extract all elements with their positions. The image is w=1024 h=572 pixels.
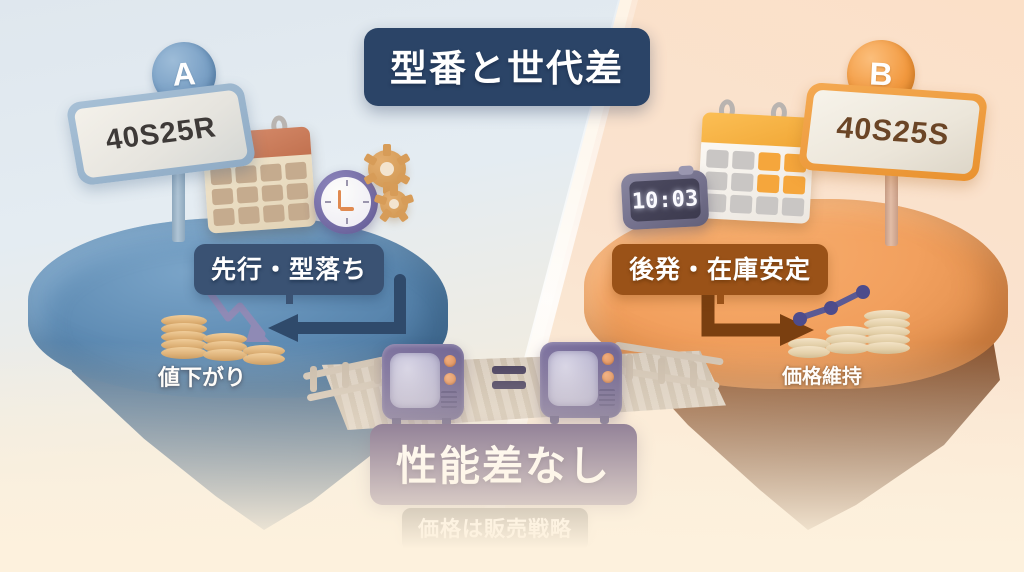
digital-clock-time: 10:03 xyxy=(629,178,701,222)
sign-board-left: 40S25R xyxy=(65,81,257,187)
sign-pole xyxy=(172,160,185,242)
bottom-glow xyxy=(0,342,1024,572)
right-arrow-group xyxy=(701,275,870,346)
gear-icon xyxy=(363,144,411,194)
tag-left: 先行・型落ち xyxy=(194,244,385,304)
left-arrow-group xyxy=(204,274,406,342)
tag-right: 後発・在庫安定 xyxy=(612,244,829,304)
clock-button xyxy=(678,165,694,176)
gear-icon xyxy=(373,184,415,223)
clock-face xyxy=(321,177,371,227)
sign-post-left: A 40S25R xyxy=(60,39,300,242)
digital-clock-icon: 10:03 xyxy=(620,165,710,231)
clock-hour-hand xyxy=(340,207,354,211)
sign-pole xyxy=(885,160,898,246)
model-number-right: 40S25S xyxy=(805,89,981,175)
sign-board-right: 40S25S xyxy=(797,82,989,182)
clock-minute-hand xyxy=(338,190,341,209)
page-title: 型番と世代差 xyxy=(364,28,650,106)
analog-clock-icon xyxy=(314,170,378,234)
sign-post-right: B 40S25S xyxy=(795,38,1024,246)
model-number-left: 40S25R xyxy=(73,89,249,179)
